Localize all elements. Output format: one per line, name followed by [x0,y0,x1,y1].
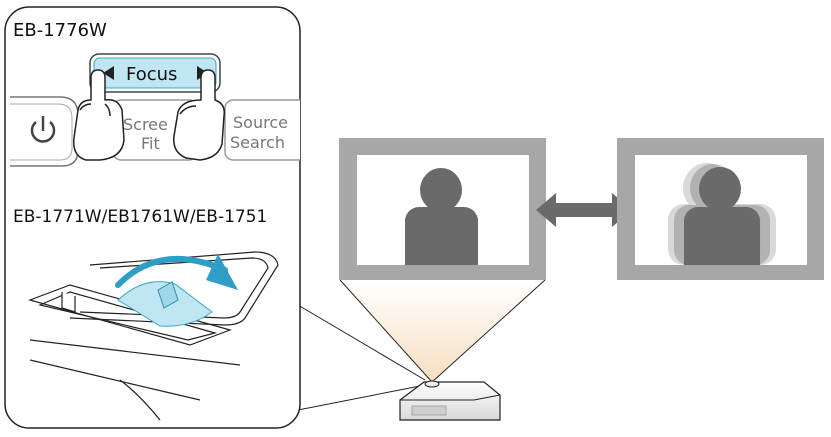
source-search-label-line2: Search [230,133,285,152]
screen-blurred [617,138,824,280]
focus-ring [117,281,213,327]
screen-fit-label-line1: Scree [123,115,168,134]
focus-button [89,53,221,93]
source-search-button [224,99,300,161]
model-label-bottom: EB-1771W/EB1761W/EB-1751 [13,207,267,227]
projection-beam [339,279,546,383]
right-finger-icon [173,69,226,161]
control-panel-inset: EB-1776W EB-1771W/EB1761W/EB-1751 Focus … [4,6,301,429]
left-arrow-icon [103,66,114,80]
power-icon [30,116,56,143]
screen-sharp [339,138,546,280]
power-button [10,96,79,167]
screen-fit-label-line2: Fit [141,134,160,153]
projector-icon [399,380,501,421]
rotate-arrow-icon [115,254,238,290]
left-finger-icon [73,69,125,161]
callout-lines [297,304,426,411]
model-label-top: EB-1776W [13,20,107,41]
focus-ring-illustration [28,251,279,421]
focus-button-label: Focus [126,64,177,85]
source-search-label-line1: Source [233,113,288,132]
double-arrow-icon [536,193,632,227]
